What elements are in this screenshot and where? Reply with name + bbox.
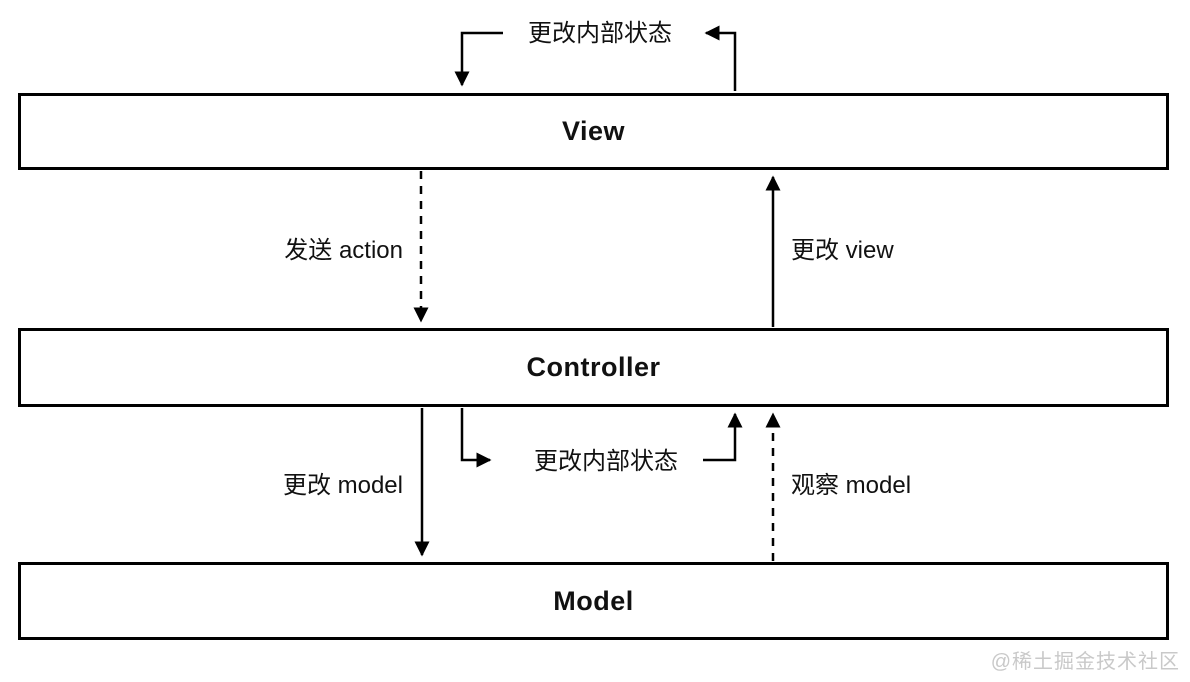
- controller-self-loop-label: 更改内部状态: [534, 448, 678, 475]
- update-model-label: 更改 model: [282, 472, 403, 499]
- view-box-label: View: [561, 116, 626, 146]
- view-box: View: [18, 93, 1169, 170]
- controller-self-loop-arrow: [460, 408, 743, 468]
- send-action-label: 发送 action: [284, 237, 403, 264]
- view-self-loop-label: 更改内部状态: [528, 20, 672, 47]
- controller-box-label: Controller: [526, 352, 661, 382]
- controller-box: Controller: [18, 328, 1169, 407]
- view-self-loop-arrow: [454, 25, 737, 91]
- model-box: Model: [18, 562, 1169, 640]
- model-box-label: Model: [553, 585, 634, 616]
- observe-model-label: 观察 model: [791, 472, 912, 499]
- update-view-label: 更改 view: [791, 237, 894, 264]
- watermark: @稀土掘金技术社区: [990, 651, 1180, 673]
